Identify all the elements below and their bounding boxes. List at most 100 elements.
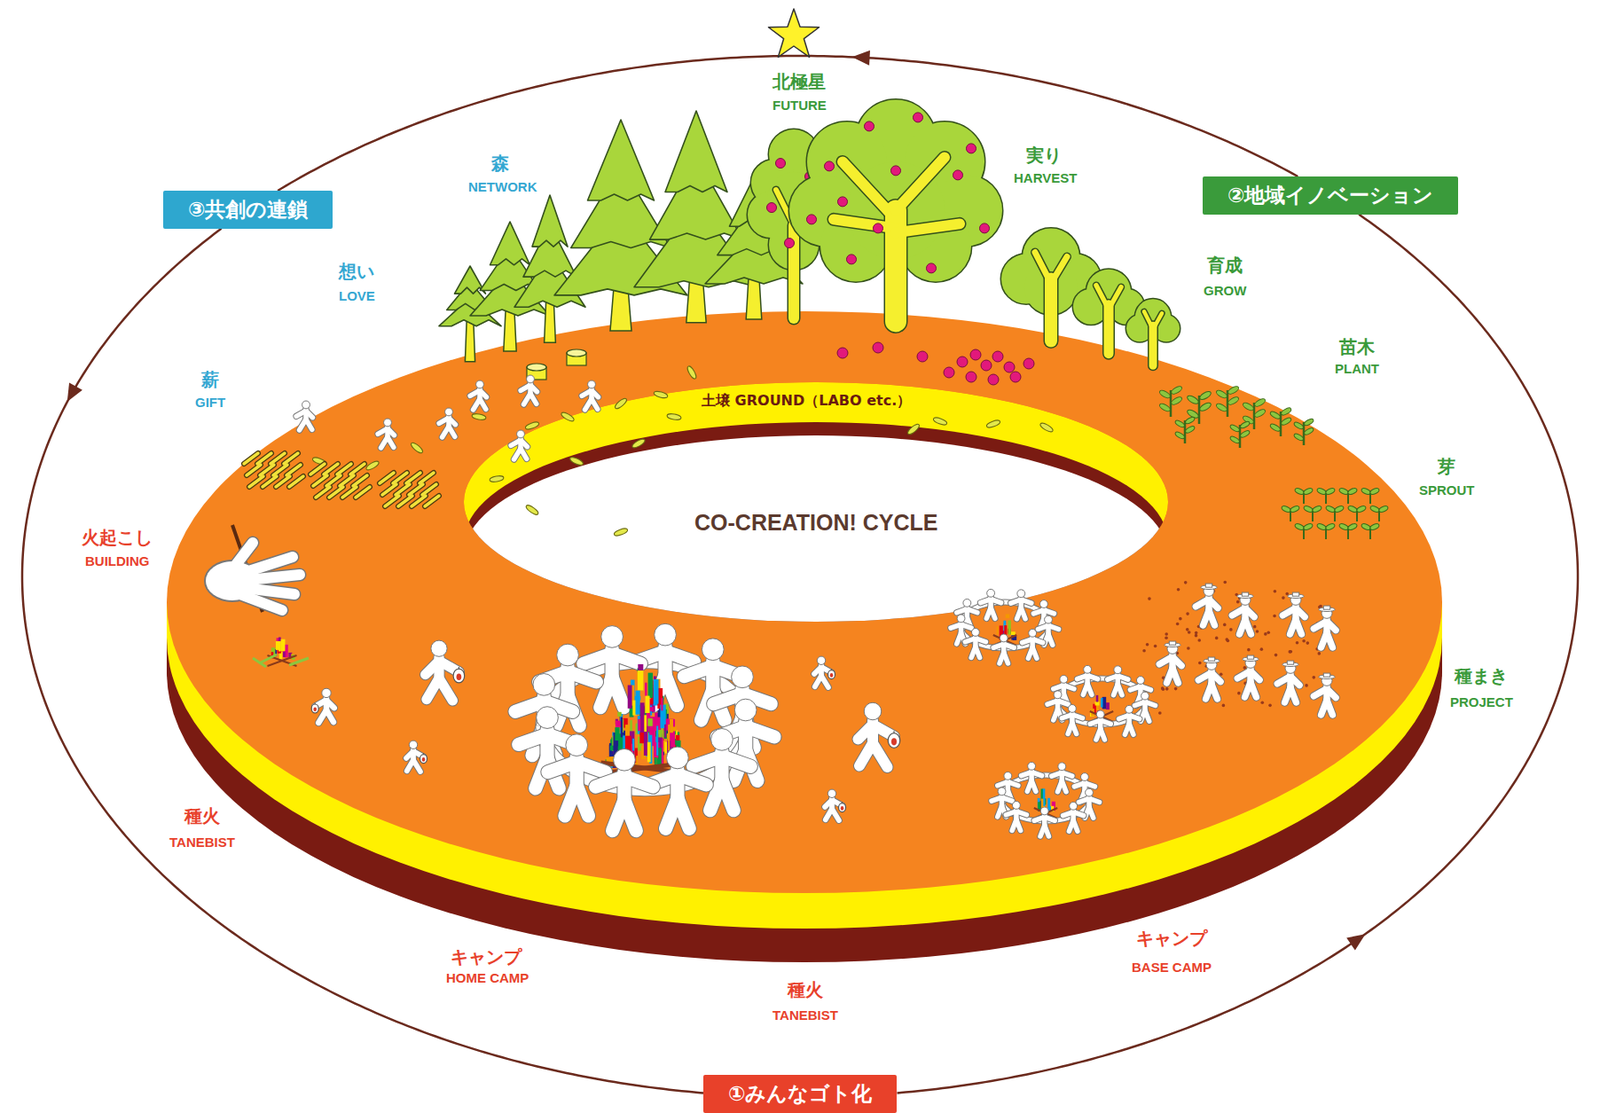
person-figure — [1034, 807, 1055, 837]
figure-head — [1137, 676, 1146, 685]
flame-bar — [667, 724, 670, 752]
figure-outline — [567, 672, 597, 683]
figure-outline — [1100, 729, 1106, 740]
figure-outline — [591, 399, 598, 410]
seed-dot — [1176, 588, 1181, 592]
fruit — [1010, 371, 1021, 383]
lantern-walkers — [311, 640, 835, 723]
stick — [313, 475, 328, 487]
stick-outline — [350, 463, 365, 475]
fruit — [988, 374, 999, 385]
stage-label: GROW — [1203, 282, 1247, 299]
figure-body — [426, 678, 440, 700]
flame-bar — [627, 684, 633, 708]
figure-outline — [1073, 812, 1084, 816]
figure-body — [1032, 639, 1044, 644]
figure-outline — [1089, 798, 1100, 802]
fruit — [872, 342, 884, 353]
flame-bar — [658, 729, 662, 738]
figure-outline — [611, 677, 624, 708]
campfire — [267, 637, 298, 667]
figure-body — [966, 609, 978, 613]
figure-head — [731, 666, 754, 689]
fallen-leaf — [932, 415, 948, 426]
figure-outline — [1016, 819, 1021, 831]
box-title: ③共創の連鎖 — [188, 196, 308, 223]
lantern — [828, 670, 836, 680]
figure-outline — [1129, 723, 1134, 735]
person-figure — [1313, 605, 1336, 648]
stick — [315, 486, 330, 498]
figure-body — [1250, 671, 1260, 681]
kindling-stick — [258, 654, 277, 664]
fruit — [970, 349, 981, 361]
trunk-outline — [895, 156, 945, 211]
figure-body — [387, 437, 394, 448]
sprout — [1360, 486, 1381, 504]
lantern — [311, 704, 319, 714]
figure-body — [407, 760, 414, 771]
sprout-leaf — [1302, 522, 1314, 532]
figure-outline — [624, 800, 636, 831]
fruit — [966, 143, 977, 154]
figure-head — [734, 698, 757, 722]
seed-dot — [1288, 650, 1293, 654]
stage-label: PROJECT — [1450, 694, 1514, 711]
walking-people — [296, 375, 598, 460]
figure-body — [1003, 652, 1009, 664]
figure-body — [1061, 772, 1073, 777]
figure-head — [445, 407, 454, 416]
figure-body — [1295, 619, 1302, 635]
figure-body — [665, 674, 677, 706]
stick — [395, 484, 410, 495]
sowing-people — [1159, 583, 1336, 715]
flame-bar — [643, 714, 647, 732]
lantern-flame — [422, 757, 426, 762]
figure-outline — [721, 756, 751, 767]
stick — [422, 484, 437, 495]
flame-bar — [614, 727, 620, 741]
stump-top — [526, 363, 547, 371]
trunk-outline — [842, 161, 896, 220]
stick-outline — [419, 472, 434, 484]
figure-outline — [1003, 652, 1009, 664]
figure-body — [1002, 797, 1013, 801]
seed-dot — [1317, 651, 1322, 656]
figure-body — [1032, 647, 1037, 659]
figure-body — [576, 785, 589, 816]
flame-bar — [632, 738, 635, 752]
stage-label: 種火 — [787, 979, 824, 1001]
person-figure — [596, 748, 654, 831]
figure-body — [326, 710, 334, 723]
stick-outline — [289, 476, 304, 487]
tree-trunk — [1044, 279, 1058, 342]
figure-body — [1016, 811, 1028, 816]
person-figure — [1198, 657, 1221, 699]
hand-ring — [1001, 775, 1091, 799]
seed-dot — [1164, 635, 1169, 640]
flame-bar — [1100, 698, 1103, 708]
plant-leaf — [1239, 420, 1251, 430]
people-ring — [997, 761, 1096, 802]
stage-label: キャンプ — [1136, 927, 1208, 950]
fallen-leaf — [685, 365, 698, 381]
figure-head — [1085, 788, 1094, 797]
figure-outline — [1031, 772, 1043, 777]
figure-body — [1020, 599, 1032, 604]
person-figure — [377, 418, 394, 448]
stick — [286, 464, 301, 476]
trunk-outline — [1035, 252, 1051, 284]
figure-head — [1081, 773, 1090, 782]
people-ring-front — [518, 698, 775, 831]
figure-outline — [1044, 816, 1056, 821]
fallen-leaf — [631, 437, 647, 449]
plant-leaf — [1253, 407, 1266, 419]
figure-outline — [1089, 807, 1094, 818]
flame-bar — [670, 726, 676, 731]
figure-outline — [745, 727, 775, 738]
figure-outline — [859, 743, 873, 767]
figure-head — [1058, 762, 1067, 771]
figure-outline — [1100, 720, 1112, 724]
figure-head — [526, 375, 535, 384]
